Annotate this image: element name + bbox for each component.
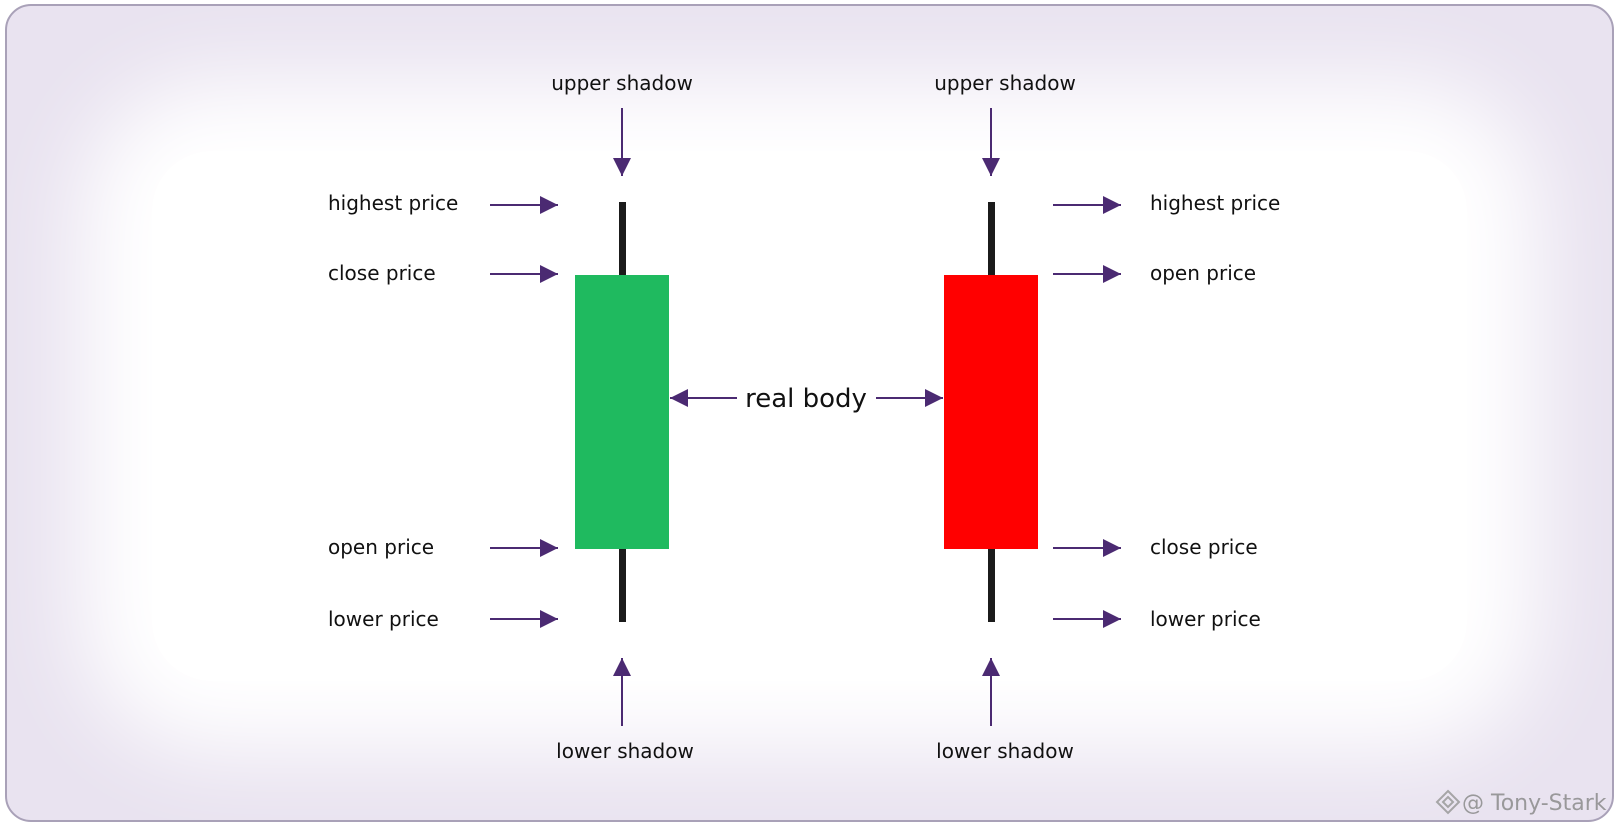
- bullish-highest-price-label: highest price: [328, 191, 458, 215]
- bearish-lower-wick: [988, 546, 995, 622]
- real-body-label: real body: [745, 384, 867, 414]
- watermark: @ Tony-Stark: [1435, 789, 1607, 816]
- bearish-highest-price-label: highest price: [1150, 191, 1280, 215]
- watermark-text: @ Tony-Stark: [1462, 791, 1607, 816]
- bullish-lower-shadow-label: lower shadow: [556, 739, 694, 763]
- bearish-upper-wick: [988, 202, 995, 277]
- bearish-lower-price-label: lower price: [1150, 607, 1261, 631]
- bullish-lower-price-label: lower price: [328, 607, 439, 631]
- bullish-real-body: [575, 275, 669, 549]
- bullish-lower-wick: [619, 546, 626, 622]
- bearish-real-body: [944, 275, 1038, 549]
- background-glow: [152, 151, 1467, 681]
- bullish-close-price-label: close price: [328, 261, 436, 285]
- bearish-candle: [944, 202, 1038, 622]
- bearish-upper-shadow-label: upper shadow: [934, 71, 1076, 95]
- bearish-open-price-label: open price: [1150, 261, 1256, 285]
- bullish-open-price-label: open price: [328, 535, 434, 559]
- bearish-close-price-label: close price: [1150, 535, 1258, 559]
- diagram-frame: [5, 4, 1614, 822]
- binance-logo-icon: [1435, 789, 1461, 815]
- bullish-candle: [575, 202, 669, 622]
- bullish-upper-wick: [619, 202, 626, 277]
- bearish-lower-shadow-label: lower shadow: [936, 739, 1074, 763]
- bullish-upper-shadow-label: upper shadow: [551, 71, 693, 95]
